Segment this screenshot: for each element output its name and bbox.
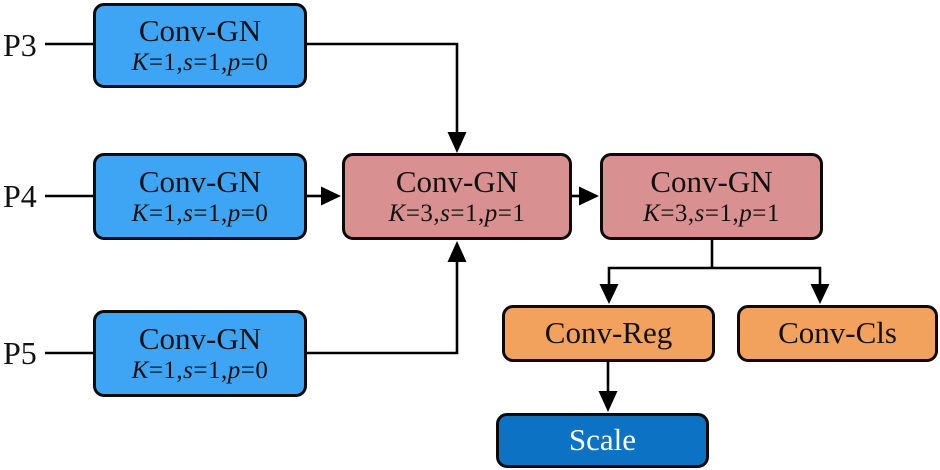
node-conv-reg: Conv-Reg: [502, 305, 715, 362]
node-title: Conv-GN: [395, 163, 519, 199]
node-params: K=1,s=1,p=0: [131, 200, 269, 228]
node-head-conv2: Conv-GN K=3,s=1,p=1: [600, 153, 823, 240]
node-title: Conv-GN: [138, 320, 262, 356]
level-label-p4: P4: [3, 178, 37, 214]
node-params: K=1,s=1,p=0: [131, 357, 269, 385]
level-label-p5: P5: [3, 335, 37, 371]
node-title: Conv-Reg: [544, 315, 673, 351]
arrowhead-right-icon: [579, 186, 599, 206]
node-title: Scale: [568, 422, 637, 458]
level-label-p3: P3: [3, 27, 37, 63]
node-scale: Scale: [496, 413, 709, 468]
head2-split-line: [607, 240, 822, 286]
node-conv-cls: Conv-Cls: [737, 305, 938, 362]
node-conv-gn-p3: Conv-GN K=1,s=1,p=0: [93, 3, 307, 88]
node-title: Conv-GN: [138, 163, 262, 199]
node-title: Conv-Cls: [778, 315, 897, 351]
p5-to-head-line: [307, 260, 459, 355]
node-head-conv1: Conv-GN K=3,s=1,p=1: [342, 153, 572, 240]
node-params: K=3,s=1,p=1: [643, 200, 780, 228]
node-conv-gn-p5: Conv-GN K=1,s=1,p=0: [93, 310, 307, 397]
arrowhead-down-icon: [598, 391, 618, 412]
arrowhead-right-icon: [321, 186, 341, 206]
p3-to-head-line: [307, 42, 459, 135]
node-conv-gn-p4: Conv-GN K=1,s=1,p=0: [93, 153, 307, 240]
node-params: K=1,s=1,p=0: [131, 49, 269, 77]
arrowhead-up-icon: [447, 241, 467, 262]
arrowhead-down-icon: [810, 284, 830, 304]
node-title: Conv-GN: [138, 12, 262, 48]
arrowhead-down-icon: [447, 132, 467, 153]
node-params: K=3,s=1,p=1: [388, 200, 526, 228]
arrowhead-down-icon: [599, 284, 619, 304]
node-title: Conv-GN: [650, 163, 773, 199]
